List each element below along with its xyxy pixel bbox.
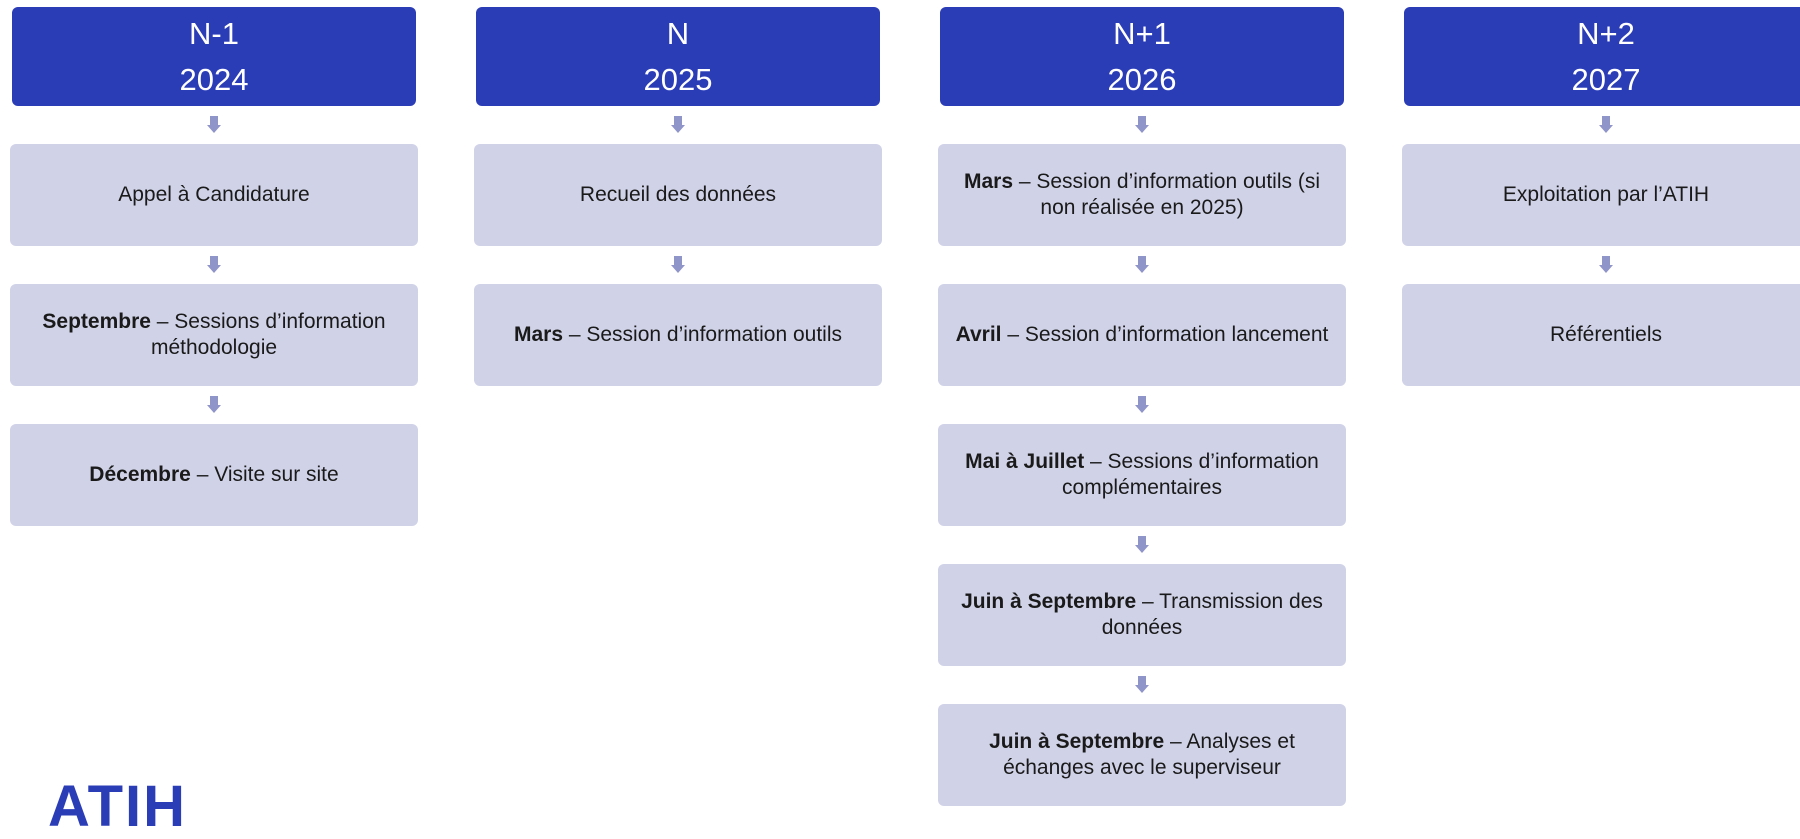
down-arrow-icon [10,246,418,284]
step-box: Mai à Juillet – Sessions d’information c… [938,424,1346,526]
step-box: Recueil des données [474,144,882,246]
step-text: – Analyses et échanges avec le supervise… [1003,730,1295,779]
column-header: N-1 2024 [12,7,416,106]
step-text: – Visite sur site [190,463,339,486]
down-arrow-shape [671,256,685,273]
down-arrow-shape [1135,116,1149,133]
step-box: Septembre – Sessions d’information métho… [10,284,418,386]
down-arrow-icon [10,106,418,144]
header-year: 2024 [179,61,249,97]
column-n: N 2025 Recueil des données Mars – Sessio… [474,7,882,386]
column-n-plus-2: N+2 2027 Exploitation par l’ATIH Référen… [1402,7,1800,386]
step-date: Juin à Septembre [989,730,1165,753]
step-date: Septembre [42,310,151,333]
step-text: – Session d’information lancement [1001,323,1329,346]
step-text: Référentiels [1549,323,1663,346]
step-text: – Session d’information outils (si non r… [1013,170,1320,219]
down-arrow-shape [1135,256,1149,273]
step-date: Mars [513,323,564,346]
header-label: N+2 [1577,15,1635,51]
down-arrow-shape [207,256,221,273]
step-date: Avril [955,323,1002,346]
column-header: N+2 2027 [1404,7,1800,106]
down-arrow-icon [938,386,1346,424]
down-arrow-icon [938,246,1346,284]
step-text: – Session d’information outils [563,323,842,346]
step-text: – Sessions d’information complémentaires [1062,450,1319,499]
column-n-minus-1: N-1 2024 Appel à Candidature Septembre –… [10,7,418,526]
header-year: 2027 [1571,61,1641,97]
step-date: Mai à Juillet [965,450,1085,473]
down-arrow-icon [938,106,1346,144]
down-arrow-icon [938,526,1346,564]
down-arrow-icon [1402,106,1800,144]
down-arrow-icon [474,246,882,284]
down-arrow-shape [207,116,221,133]
down-arrow-icon [938,666,1346,704]
step-box: Mars – Session d’information outils (si … [938,144,1346,246]
down-arrow-shape [1599,116,1613,133]
step-text: – Sessions d’information méthodologie [150,310,386,359]
down-arrow-shape [207,396,221,413]
step-box: Exploitation par l’ATIH [1402,144,1800,246]
step-box: Appel à Candidature [10,144,418,246]
step-date: Mars [963,170,1014,193]
header-label: N+1 [1113,15,1171,51]
header-label: N [666,15,690,51]
header-year: 2025 [643,61,713,97]
atih-logo: ATIH [48,774,188,839]
step-text: Exploitation par l’ATIH [1502,183,1710,206]
step-box: Mars – Session d’information outils [474,284,882,386]
column-header: N+1 2026 [940,7,1344,106]
step-box: Juin à Septembre – Transmission des donn… [938,564,1346,666]
down-arrow-shape [1135,676,1149,693]
step-box: Référentiels [1402,284,1800,386]
header-year: 2026 [1107,61,1177,97]
down-arrow-shape [1599,256,1613,273]
step-box: Juin à Septembre – Analyses et échanges … [938,704,1346,806]
column-n-plus-1: N+1 2026 Mars – Session d’information ou… [938,7,1346,806]
down-arrow-shape [671,116,685,133]
down-arrow-icon [10,386,418,424]
step-text: Recueil des données [579,183,777,206]
down-arrow-icon [474,106,882,144]
step-date: Décembre [89,463,191,486]
down-arrow-shape [1135,536,1149,553]
step-box: Avril – Session d’information lancement [938,284,1346,386]
header-label: N-1 [189,15,239,51]
down-arrow-shape [1135,396,1149,413]
down-arrow-icon [1402,246,1800,284]
column-header: N 2025 [476,7,880,106]
step-text: – Transmission des données [1101,590,1323,639]
step-text: Appel à Candidature [118,183,310,206]
step-date: Juin à Septembre [961,590,1137,613]
step-box: Décembre – Visite sur site [10,424,418,526]
